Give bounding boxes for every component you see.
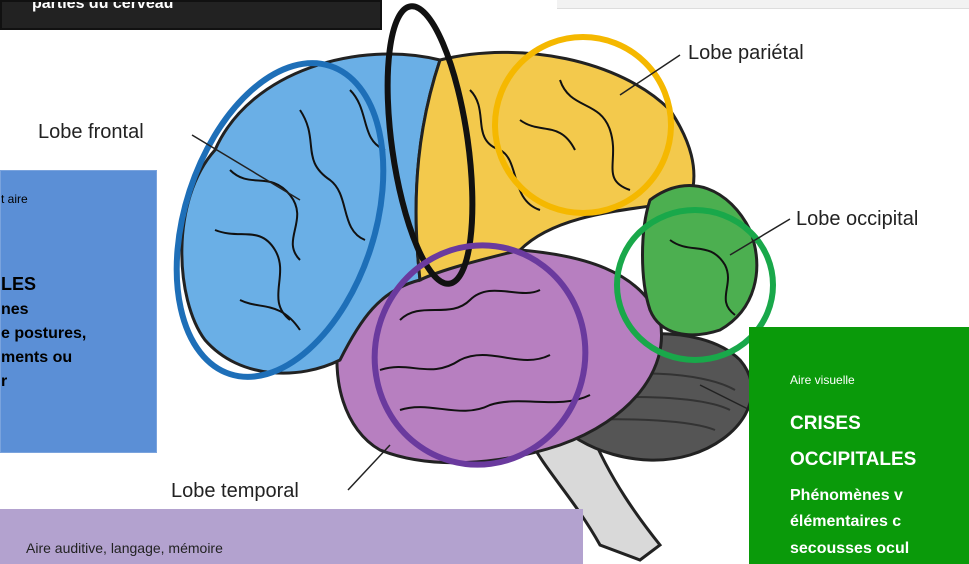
label-temporal: Lobe temporal [171,480,299,503]
frontal-line2: e postures, [1,322,86,345]
label-frontal: Lobe frontal [38,121,144,144]
occipital-title1: CRISES [790,412,861,435]
frontal-aire: t aire [1,192,28,206]
label-occipital: Lobe occipital [796,208,918,231]
occipital-aire: Aire visuelle [790,373,855,387]
frontal-line4: r [1,370,7,393]
label-parietal: Lobe pariétal [688,42,804,65]
occipital-title2: OCCIPITALES [790,448,916,471]
occipital-line1: Phénomènes v [790,484,903,507]
temporal-aire: Aire auditive, langage, mémoire [26,540,223,556]
occipital-line3: secousses ocul [790,537,909,560]
frontal-info-panel: t aire LES nes e postures, ments ou r [0,170,157,453]
occipital-info-panel: Aire visuelle CRISES OCCIPITALES Phénomè… [749,327,969,564]
temporal-info-panel: Aire auditive, langage, mémoire [0,509,583,564]
frontal-title: LES [1,273,36,296]
frontal-line1: nes [1,298,29,321]
temporal-leader [348,445,390,490]
occipital-line2: élémentaires c [790,510,901,533]
parietal-leader [620,55,680,95]
frontal-line3: ments ou [1,346,72,369]
